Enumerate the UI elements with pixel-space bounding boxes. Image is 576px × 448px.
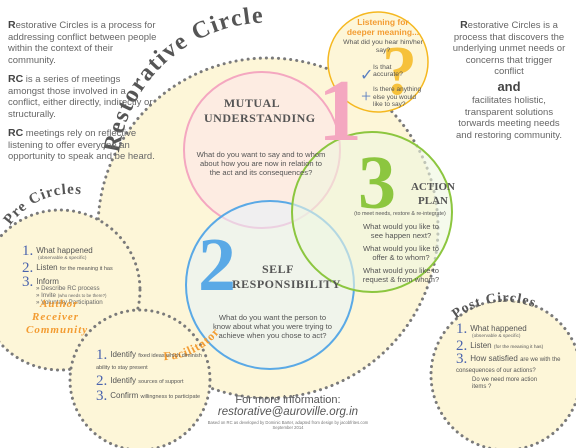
circle3-q2: What would you like to offer & to whom? — [363, 244, 439, 262]
footer-more: For more information: — [235, 394, 341, 406]
pre-inform-list: » Describe RC process » Invite (who need… — [36, 285, 107, 306]
venn-circle-3 — [291, 131, 453, 293]
intro-paragraph-1: Restorative Circles is a process for add… — [8, 19, 157, 66]
circle3-q1: What would you like to see happen next? — [363, 222, 439, 240]
listening-circle — [327, 11, 429, 113]
footer-email[interactable]: restorative@auroville.org.in — [217, 406, 359, 418]
listening-q3: Is there anything else you would like to… — [373, 86, 422, 108]
pre-item-3: 3.Inform — [22, 273, 59, 290]
circle3-sub: (to meet needs, restore & re-integrate) — [354, 211, 446, 217]
intro-text: Restorative Circles is a process for add… — [8, 19, 158, 163]
listening-box: Listening for deeper meaning... What did… — [343, 17, 423, 108]
pre-item-1-note: (observable & specific) — [38, 255, 87, 261]
fac-item-3: 3.Confirm willingness to participate — [96, 387, 201, 404]
circle2-number: 2 — [198, 223, 236, 307]
circle1-number: 1 — [318, 63, 362, 160]
footer-date: September 2014 — [272, 425, 304, 430]
fac-item-1: 1.Identify fixed ideas which diminish ab… — [96, 347, 202, 371]
role-receiver: Receiver — [32, 311, 80, 323]
listening-q1: What did you hear him/her say? — [343, 39, 423, 54]
post-extra: Do we need more action items ? — [472, 376, 538, 390]
circle1-title: MUTUAL UNDERSTANDING — [204, 96, 316, 125]
facilitator-circle-bg — [68, 308, 212, 448]
facilitator-list: 1.Identify fixed ideas which diminish ab… — [96, 347, 214, 404]
footer-credit: Based on RC as developed by Dominic Bart… — [207, 420, 369, 425]
footer: For more information: restorative@aurovi… — [204, 394, 372, 430]
post-item-2: 2.Listen (for the meaning it has) — [456, 338, 544, 354]
circle3-q3: What would you like to request & from wh… — [362, 266, 440, 284]
post-item-1: 1.What happened — [456, 321, 527, 337]
question-mark-icon: ? — [382, 33, 417, 110]
pre-item-2: 2.Listen for the meaning it has — [22, 260, 113, 276]
plus-icon: + — [361, 86, 371, 106]
listening-q2: Is that accurate? — [373, 64, 403, 79]
right-text: Restorative Circles is a process that di… — [450, 19, 568, 141]
fac-item-2: 2.Identify sources of support — [96, 373, 184, 389]
circle3-title: ACTION PLAN — [410, 181, 455, 207]
circle1-question: What do you want to say and to whom abou… — [196, 150, 326, 177]
pre-roles: Author Receiver Community — [26, 298, 126, 337]
and-label: and — [497, 78, 521, 94]
post-circles-list: 1.What happened (observable & specific) … — [456, 321, 564, 391]
pre-item-1: 1.What happened — [22, 243, 93, 259]
intro-paragraph-3: RC meetings rely on reflective listening… — [8, 127, 155, 162]
circle2-title: SELF RESPONSIBILITY — [232, 262, 342, 291]
post-circle-bg — [429, 298, 576, 448]
circle3-number: 3 — [358, 141, 396, 225]
role-author: Author — [40, 298, 79, 310]
check-icon: ✓ — [360, 67, 373, 84]
circle2-question: What do you want the person to know abou… — [212, 313, 333, 340]
role-community: Community — [26, 324, 89, 336]
listening-title: Listening for deeper meaning... — [346, 17, 420, 37]
post-item-3: 3.How satisfied are we with the conseque… — [456, 350, 561, 374]
pre-circles-list: 1.What happened (observable & specific) … — [22, 243, 132, 307]
post-item-1-note: (observable & specific) — [472, 333, 521, 339]
intro-paragraph-2: RC is a series of meetings amongst those… — [8, 73, 153, 120]
